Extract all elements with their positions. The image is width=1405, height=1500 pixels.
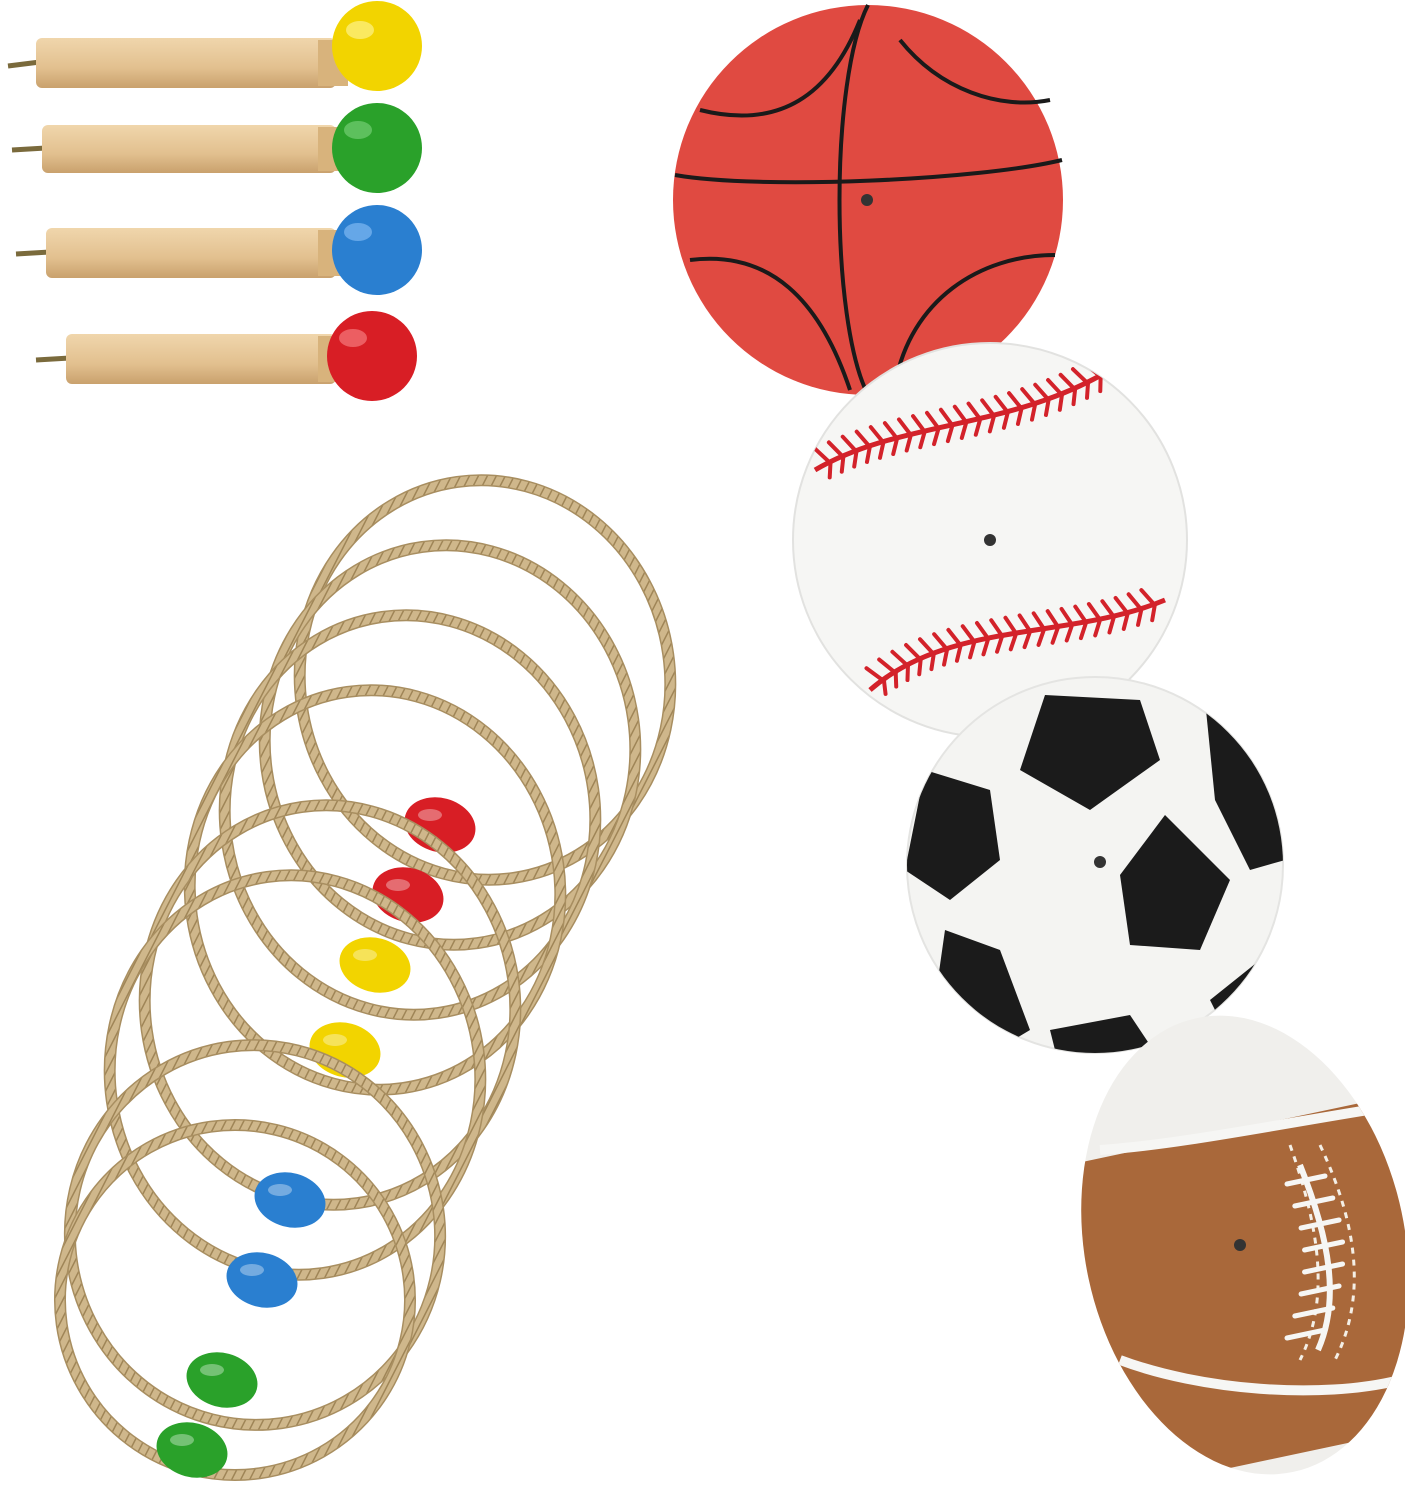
ring-bead-blue (226, 1252, 298, 1308)
ring-bead-green (186, 1352, 258, 1408)
ring-bead-green (156, 1422, 228, 1478)
football-target-icon (1040, 1015, 1405, 1494)
rope-ring-8 (54, 1119, 416, 1481)
rope-ring-5 (138, 799, 522, 1228)
peg-head-green (332, 103, 422, 193)
rope-ring-2 (258, 539, 642, 951)
peg-red (35, 311, 417, 401)
peg-head-yellow (332, 1, 422, 91)
ring-bead-blue (254, 1172, 326, 1228)
peg-head-blue (332, 205, 422, 295)
baseball-target-icon (792, 342, 1188, 738)
rope-ring-1 (293, 474, 677, 886)
ring-stack (54, 474, 677, 1481)
peg-group (7, 1, 422, 401)
rope-ring-7 (63, 1039, 447, 1431)
ring-bead-yellow (339, 937, 411, 993)
peg-green (11, 103, 422, 193)
peg-yellow (7, 1, 422, 91)
peg-head-red (327, 311, 417, 401)
soccer-ball-target-icon (906, 676, 1284, 1054)
rope-ring-6 (103, 869, 487, 1308)
basketball-target-icon (673, 4, 1063, 396)
peg-blue (15, 205, 422, 295)
rope-ring-4 (183, 684, 567, 1096)
